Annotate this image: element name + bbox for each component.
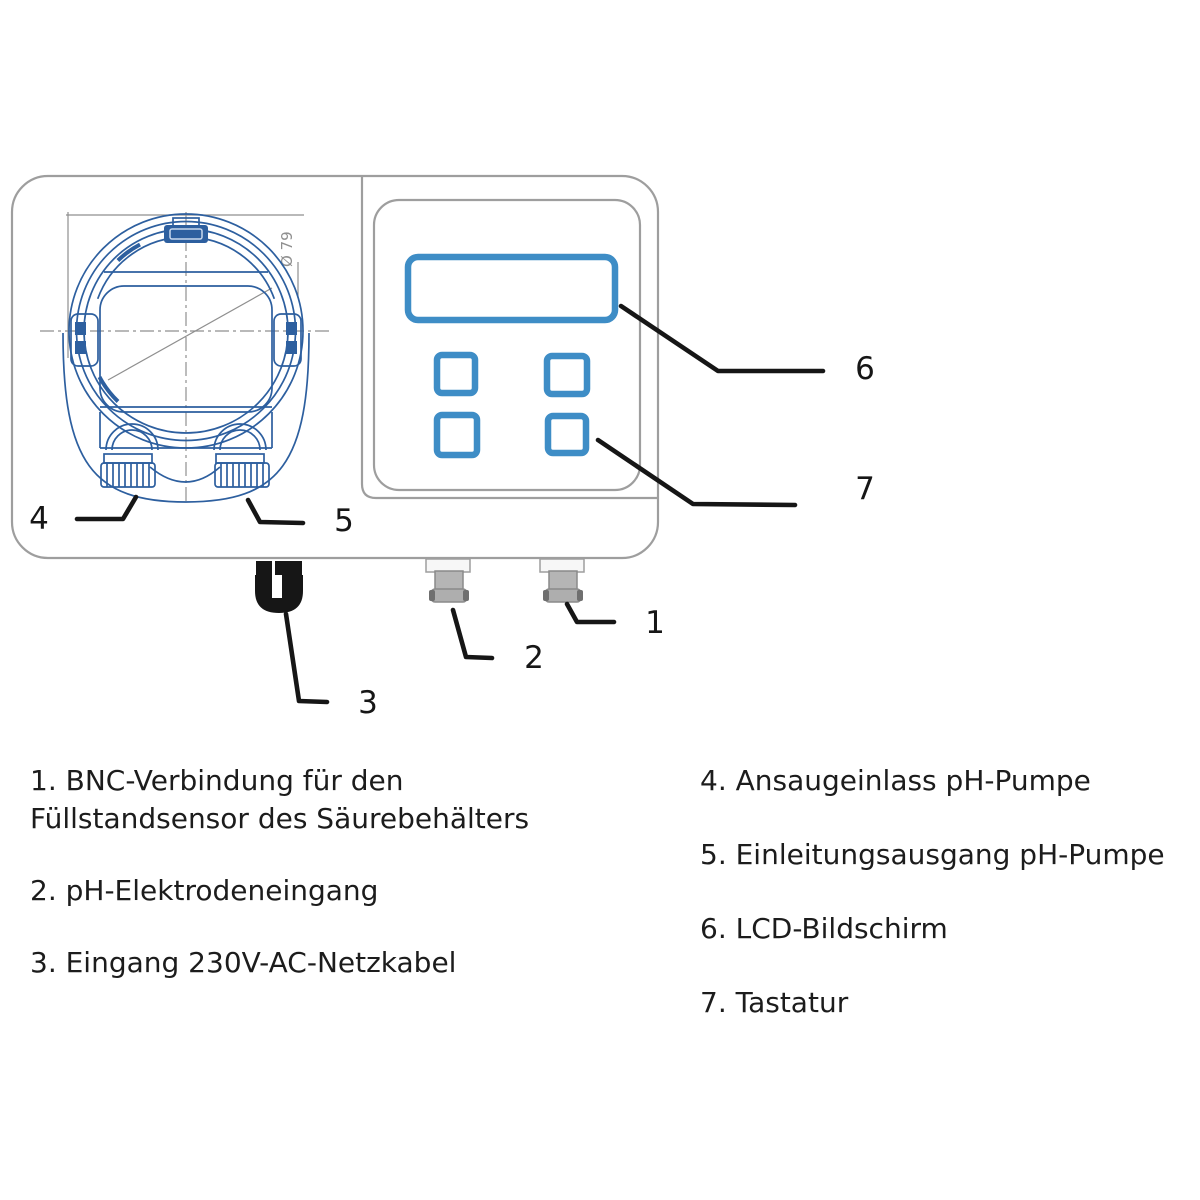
keypad bbox=[433, 351, 591, 459]
legend-item-1: 1. BNC-Verbindung für den Füllstandsenso… bbox=[30, 764, 530, 835]
side-tab-left-outline bbox=[70, 313, 99, 367]
diagonal-line bbox=[107, 287, 273, 381]
keypad-button-bottom-right bbox=[544, 412, 590, 457]
callout-line-5 bbox=[245, 497, 306, 526]
top-clamp-detail bbox=[169, 228, 203, 240]
power-cable-connector bbox=[255, 561, 303, 613]
ring-slot-upper bbox=[116, 242, 141, 262]
keypad-button-bottom-left bbox=[433, 411, 481, 459]
callout-line-1 bbox=[564, 601, 617, 625]
legend-item-6: 6. LCD-Bildschirm bbox=[700, 912, 948, 945]
legend-item-7: 7. Tastatur bbox=[700, 986, 849, 1019]
bnc2-body bbox=[434, 570, 464, 592]
bnc1-body bbox=[548, 570, 578, 592]
bnc1-nub-right bbox=[577, 590, 583, 601]
callout-number-2: 2 bbox=[524, 640, 544, 676]
side-tab-right-outline bbox=[273, 313, 302, 367]
dome-right bbox=[213, 423, 267, 451]
pump-head-drawing: Ø 79 bbox=[40, 212, 332, 503]
bnc1-flange bbox=[539, 558, 585, 573]
legend-left-column: 1. BNC-Verbindung für den Füllstandsenso… bbox=[30, 762, 535, 1016]
legend-item-3: 3. Eingang 230V-AC-Netzkabel bbox=[30, 946, 457, 979]
dome-left bbox=[105, 423, 159, 451]
bnc2-ring bbox=[430, 588, 468, 603]
keypad-button-top-left bbox=[433, 351, 479, 397]
callout-line-3 bbox=[283, 611, 330, 705]
side-tab-left bbox=[70, 313, 99, 367]
level-sensor-bnc-connector bbox=[539, 558, 585, 603]
ring-slot-lower bbox=[97, 376, 120, 403]
legend-right-column: 4. Ansaugeinlass pH-Pumpe 5. Einleitungs… bbox=[700, 762, 1190, 1058]
legend-item-5: 5. Einleitungsausgang pH-Pumpe bbox=[700, 838, 1165, 871]
bnc1-ring bbox=[544, 588, 582, 603]
discharge-outlet-fitting bbox=[214, 453, 270, 488]
callout-number-4: 4 bbox=[29, 501, 49, 537]
barb-left-body bbox=[100, 462, 156, 488]
side-tab-right-nub-1 bbox=[286, 322, 297, 335]
callout-number-7: 7 bbox=[855, 471, 875, 507]
callout-number-1: 1 bbox=[645, 605, 665, 641]
bnc2-flange bbox=[425, 558, 471, 573]
bnc2-nub-left bbox=[429, 590, 435, 601]
callout-line-7 bbox=[595, 437, 798, 508]
callout-number-3: 3 bbox=[358, 685, 378, 721]
section-divider-line bbox=[360, 177, 657, 500]
callout-number-5: 5 bbox=[334, 503, 354, 539]
ph-electrode-bnc-connector bbox=[425, 558, 471, 603]
barb-right-body bbox=[214, 462, 270, 488]
bnc2-nub-right bbox=[463, 590, 469, 601]
plug-block-right bbox=[275, 561, 302, 575]
bnc1-nub-left bbox=[543, 590, 549, 601]
suction-inlet-fitting bbox=[100, 453, 156, 488]
chamber-side-lines bbox=[99, 412, 273, 448]
control-panel bbox=[404, 253, 619, 459]
callout-lines bbox=[74, 303, 826, 705]
tube-curve bbox=[149, 466, 221, 483]
rotor-chamber bbox=[99, 285, 273, 413]
legend-item-2: 2. pH-Elektrodeneingang bbox=[30, 874, 379, 907]
pump-bracket-silhouette bbox=[62, 332, 310, 503]
plug-block-left bbox=[256, 561, 272, 575]
legend-item-4: 4. Ansaugeinlass pH-Pumpe bbox=[700, 764, 1091, 797]
side-tab-right bbox=[273, 313, 302, 367]
side-tab-left-nub-1 bbox=[75, 322, 86, 335]
plug-slot bbox=[272, 575, 282, 598]
lcd-screen bbox=[404, 253, 619, 324]
diameter-dimension-label: Ø 79 bbox=[278, 231, 296, 267]
callout-line-4 bbox=[74, 494, 139, 522]
callout-number-6: 6 bbox=[855, 351, 875, 387]
control-panel-outline bbox=[372, 198, 642, 492]
barb-left-ribs bbox=[106, 463, 150, 487]
callout-line-6 bbox=[618, 303, 826, 374]
side-tab-right-nub-2 bbox=[286, 341, 297, 354]
keypad-button-top-right bbox=[543, 352, 591, 398]
side-tab-left-nub-2 bbox=[75, 341, 86, 354]
callout-line-2 bbox=[450, 607, 495, 661]
barb-right-ribs bbox=[220, 463, 264, 487]
